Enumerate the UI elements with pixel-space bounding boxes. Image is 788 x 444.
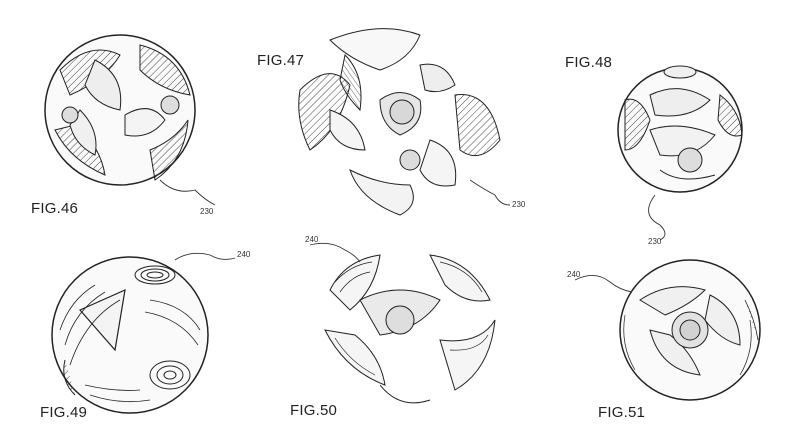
fig50-reference-numeral: 240 [305, 235, 319, 244]
fig50-label: FIG.50 [290, 402, 338, 419]
fig46-sphere-drawing [44, 34, 216, 206]
fig49-label: FIG.49 [40, 404, 88, 421]
fig49-reference-numeral: 240 [237, 250, 251, 259]
fig47-exploded-drawing [298, 28, 511, 216]
fig47-reference-numeral: 230 [512, 200, 526, 209]
fig48-label: FIG.48 [565, 54, 613, 71]
fig49-sphere-drawing [51, 252, 236, 414]
fig46-reference-numeral: 230 [200, 207, 214, 216]
fig48-reference-numeral: 230 [648, 237, 662, 246]
fig51-reference-numeral: 240 [567, 270, 581, 279]
fig48-sphere-drawing [617, 65, 743, 241]
fig46-label: FIG.46 [31, 200, 79, 217]
fig51-sphere-drawing [574, 259, 761, 401]
fig47-label: FIG.47 [257, 52, 305, 69]
fig50-exploded-drawing [309, 242, 496, 404]
fig51-label: FIG.51 [598, 404, 646, 421]
